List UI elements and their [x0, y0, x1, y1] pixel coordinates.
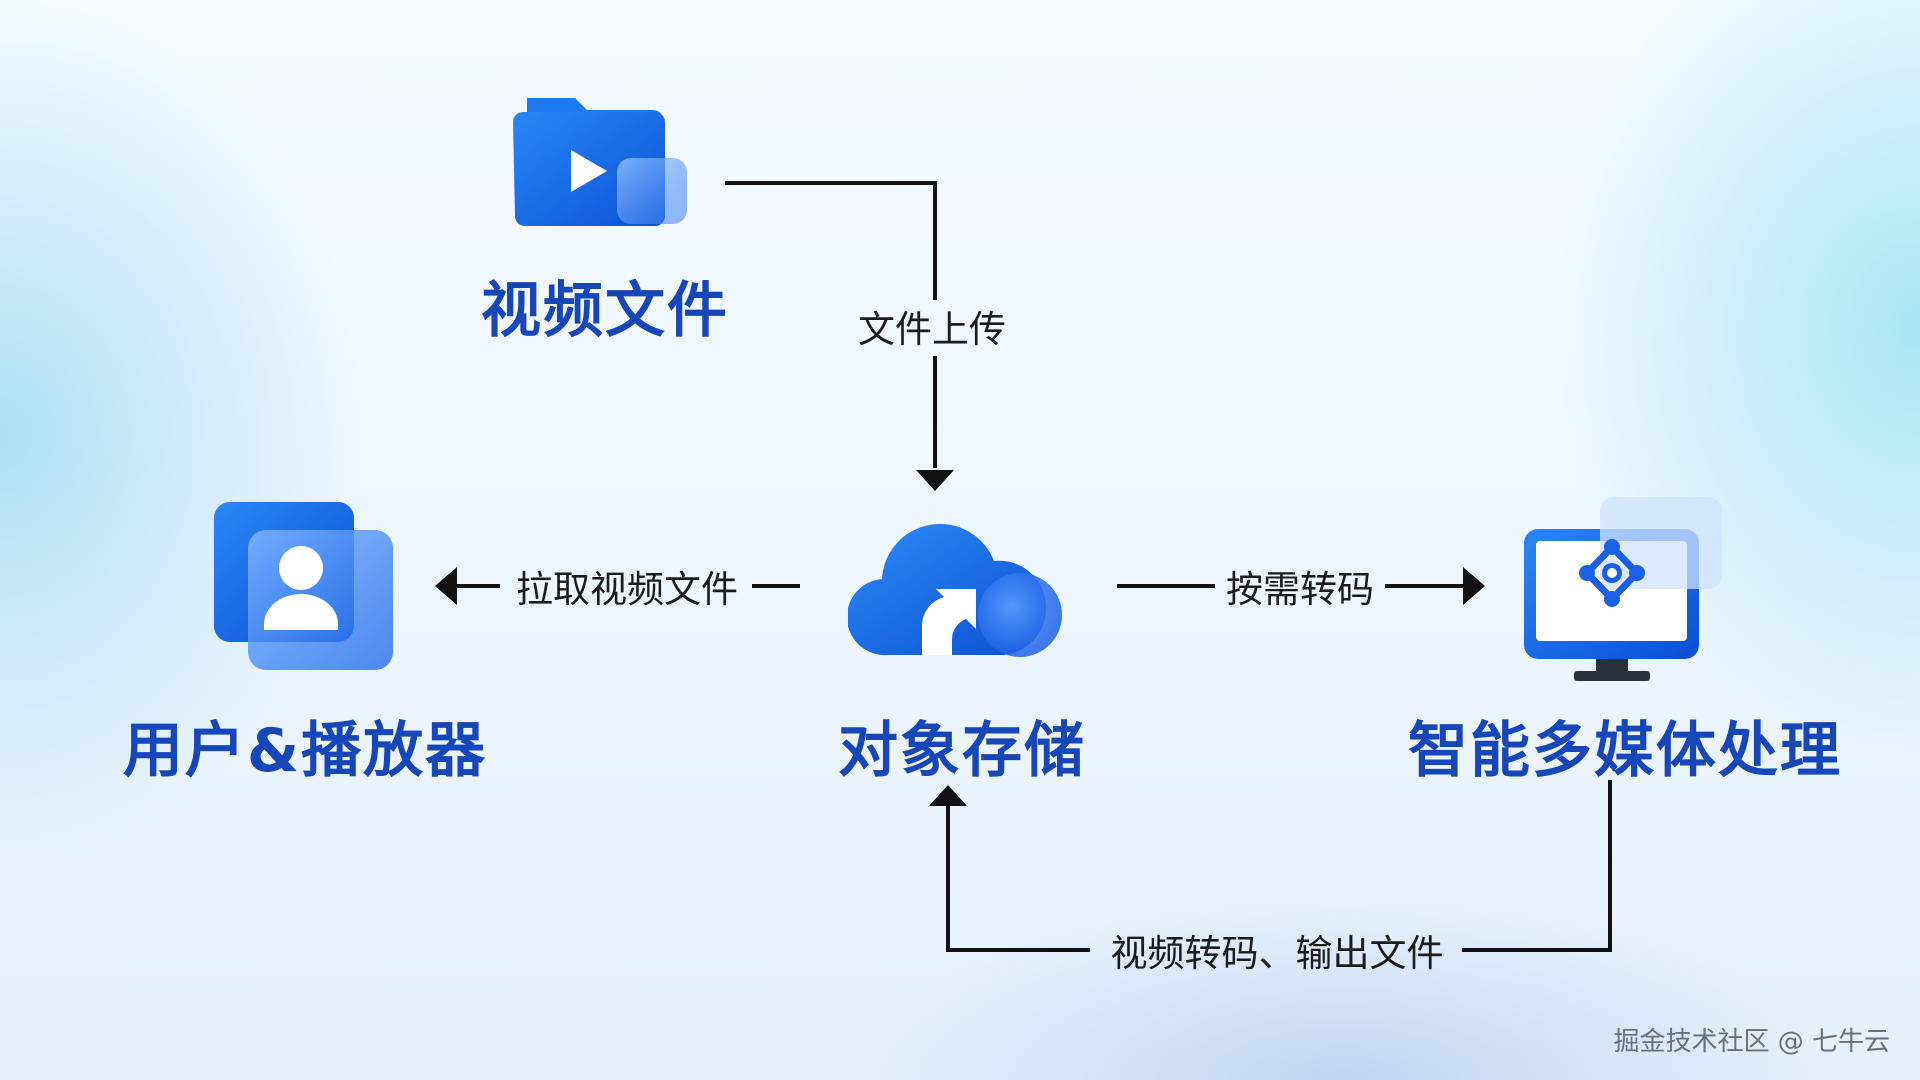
watermark-text: 掘金技术社区 @ 七牛云 [1613, 1027, 1890, 1057]
edge-label-output: 视频转码、输出文件 [1110, 932, 1444, 975]
cloud-upload-icon [848, 523, 1062, 657]
edge-label-pull: 拉取视频文件 [516, 568, 738, 611]
edge-output-line [946, 780, 1612, 952]
edge-upload-line [725, 181, 937, 468]
arrow-head-transcode [1463, 567, 1485, 605]
edge-label-transcode: 按需转码 [1226, 568, 1374, 611]
node-title-video-file: 视频文件 [481, 276, 729, 346]
arrow-head-pull [435, 567, 457, 605]
monitor-network-icon [1524, 497, 1722, 681]
node-title-media-processing: 智能多媒体处理 [1408, 716, 1842, 786]
arrow-head-output [929, 785, 967, 806]
arrow-head-upload [916, 470, 954, 491]
edge-label-upload: 文件上传 [858, 308, 1006, 351]
node-title-user-player: 用户&播放器 [122, 716, 488, 786]
user-profile-icon [214, 502, 393, 670]
node-title-object-storage: 对象存储 [838, 716, 1086, 786]
video-folder-icon [513, 98, 687, 226]
